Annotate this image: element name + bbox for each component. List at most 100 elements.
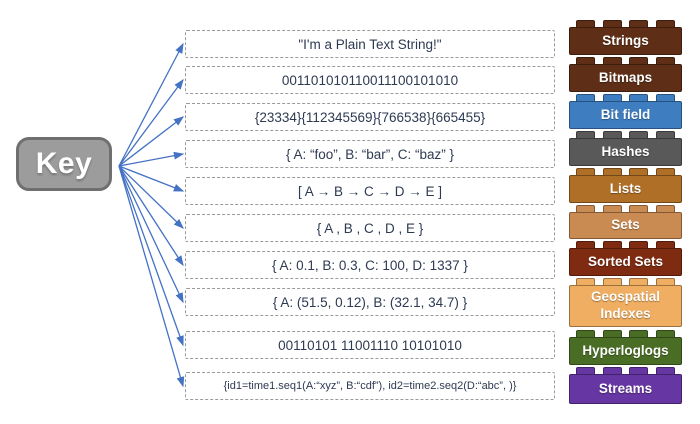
brick-stud	[655, 278, 675, 285]
value-text: { A , B , C , D , E }	[316, 220, 424, 236]
brick-stud	[602, 94, 622, 101]
brick-stud	[629, 278, 649, 285]
brick-label: Bit field	[600, 106, 651, 122]
value-text: { A: (51.5, 0.12), B: (32.1, 34.7) }	[272, 294, 468, 310]
brick-label: Geospatial Indexes	[590, 289, 661, 321]
arrow	[118, 165, 184, 304]
arrow	[118, 165, 184, 229]
brick-label: Strings	[602, 32, 649, 48]
brick-bit-field: Bit field	[569, 94, 682, 129]
brick-stud	[629, 131, 649, 138]
brick-stud	[602, 168, 622, 175]
brick-stud	[629, 57, 649, 64]
brick-stud	[629, 367, 649, 374]
brick-label: Hashes	[601, 143, 650, 159]
brick-sorted-sets: Sorted Sets	[569, 241, 682, 276]
value-box-hashes: { A: “foo”, B: “bar”, C: “baz” }	[185, 140, 555, 168]
arrow	[118, 116, 185, 167]
arrow	[118, 151, 185, 167]
brick-studs	[569, 94, 682, 101]
value-box-strings: "I'm a Plain Text String!"	[185, 30, 555, 58]
arrow	[118, 42, 184, 167]
brick-stud	[602, 330, 622, 337]
brick-stud	[576, 241, 595, 248]
brick-studs	[569, 131, 682, 138]
brick-stud	[602, 205, 622, 212]
brick-studs	[569, 57, 682, 64]
brick-body: Hashes	[569, 138, 682, 166]
value-box-bitmaps: 001101010110011100101010	[185, 66, 555, 94]
value-box-hyperloglogs: 00110101 11001110 10101010	[185, 331, 555, 359]
arrow	[118, 78, 184, 167]
value-text: 00110101 11001110 10101010	[278, 337, 462, 353]
brick-hashes: Hashes	[569, 131, 682, 166]
key-label: Key	[35, 147, 93, 180]
brick-strings: Strings	[569, 20, 682, 55]
value-box-geospatial-indexes: { A: (51.5, 0.12), B: (32.1, 34.7) }	[185, 288, 555, 316]
brick-stud	[576, 131, 595, 138]
brick-stud	[629, 168, 649, 175]
brick-body: Lists	[569, 175, 682, 203]
brick-lists: Lists	[569, 168, 682, 203]
brick-studs	[569, 20, 682, 27]
brick-label: Lists	[609, 180, 642, 196]
brick-label: Hyperloglogs	[582, 342, 669, 358]
brick-body: Strings	[569, 27, 682, 55]
arrow	[118, 165, 184, 347]
brick-stud	[576, 20, 595, 27]
brick-stud	[655, 241, 675, 248]
brick-studs	[569, 168, 682, 175]
value-text: "I'm a Plain Text String!"	[298, 36, 442, 52]
brick-label: Sorted Sets	[587, 253, 664, 269]
brick-stud	[602, 57, 622, 64]
value-text: {id1=time1.seq1(A:“xyz”, B:“cdf”), id2=t…	[223, 380, 517, 392]
brick-body: Streams	[569, 374, 682, 404]
arrow	[118, 165, 185, 388]
brick-body: Bit field	[569, 101, 682, 129]
brick-label: Sets	[611, 217, 640, 233]
brick-label: Bitmaps	[598, 69, 653, 85]
brick-hyperloglogs: Hyperloglogs	[569, 330, 682, 365]
value-text: 001101010110011100101010	[281, 72, 459, 88]
brick-stud	[576, 367, 595, 374]
brick-stud	[655, 20, 675, 27]
brick-stud	[576, 278, 595, 285]
brick-body: Sorted Sets	[569, 248, 682, 276]
brick-stud	[576, 94, 595, 101]
value-box-lists: [ A → B → C → D → E ]	[185, 177, 555, 205]
key-node: Key	[16, 137, 112, 191]
brick-stud	[629, 20, 649, 27]
brick-studs	[569, 241, 682, 248]
value-box-bit-field: {23334}{112345569}{766538}{665455}	[185, 103, 555, 131]
brick-stud	[602, 241, 622, 248]
brick-studs	[569, 278, 682, 285]
value-text: { A: 0.1, B: 0.3, C: 100, D: 1337 }	[272, 257, 468, 273]
brick-stud	[629, 94, 649, 101]
brick-studs	[569, 205, 682, 212]
value-text: { A: “foo”, B: “bar”, C: “baz” }	[285, 146, 455, 162]
brick-label: Streams	[598, 380, 653, 396]
brick-stud	[655, 367, 675, 374]
brick-body: Bitmaps	[569, 64, 682, 92]
brick-stud	[576, 205, 595, 212]
brick-studs	[569, 330, 682, 337]
value-text: [ A → B → C → D → E ]	[297, 183, 443, 199]
brick-stud	[655, 94, 675, 101]
brick-stud	[629, 330, 649, 337]
brick-sets: Sets	[569, 205, 682, 239]
arrow	[118, 165, 185, 192]
brick-stud	[655, 168, 675, 175]
value-text: {23334}{112345569}{766538}{665455}	[254, 109, 486, 125]
brick-stud	[602, 20, 622, 27]
brick-studs	[569, 367, 682, 374]
value-box-sets: { A , B , C , D , E }	[185, 214, 555, 242]
brick-body: Geospatial Indexes	[569, 285, 682, 327]
brick-stud	[629, 241, 649, 248]
brick-stud	[576, 57, 595, 64]
brick-body: Sets	[569, 212, 682, 239]
brick-stud	[602, 131, 622, 138]
brick-stud	[655, 205, 675, 212]
brick-stud	[655, 57, 675, 64]
brick-stud	[655, 131, 675, 138]
